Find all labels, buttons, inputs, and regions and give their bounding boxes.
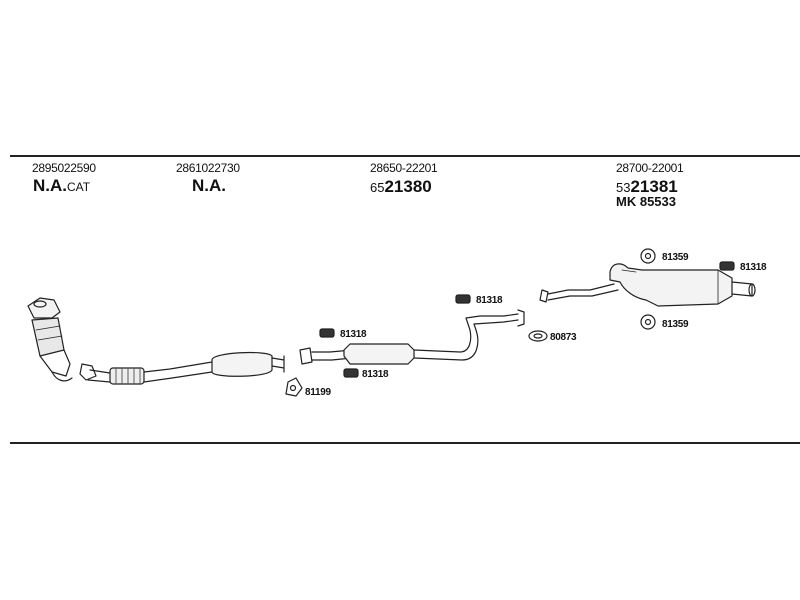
mounting-kit: MK 85533: [616, 195, 676, 208]
callout-gasket-b: 80873: [550, 332, 577, 343]
clamp-a: [455, 294, 471, 304]
part-number-catalyst: 2895022590: [32, 161, 96, 175]
gasket-b: [528, 330, 548, 342]
rear-silencer-code: 5321381: [616, 178, 678, 195]
rear-silencer-number: 21381: [630, 177, 678, 196]
rear-silencer: [539, 263, 756, 307]
clamp-d: [719, 261, 735, 271]
mounting-kit-label: MK: [616, 194, 637, 209]
clamp-c: [343, 368, 359, 378]
callout-clamp-d: 81318: [740, 262, 767, 273]
middle-pipe: [299, 309, 525, 365]
middle-silencer-number: 21380: [384, 177, 432, 196]
bottom-rule: [10, 442, 800, 444]
catalyst-code-suffix: CAT: [67, 180, 91, 194]
part-number-front-pipe: 2861022730: [176, 161, 240, 175]
part-number-rear-silencer: 28700-22001: [616, 161, 684, 175]
callout-gasket-a: 81199: [305, 387, 331, 398]
top-rule: [10, 155, 800, 157]
catalyst-code-main: N.A.: [33, 176, 67, 195]
callout-hanger-a: 81359: [662, 252, 689, 263]
middle-silencer-code: 6521380: [370, 178, 432, 195]
hanger-a: [640, 248, 656, 264]
hanger-b: [640, 314, 656, 330]
rear-silencer-prefix: 53: [616, 180, 631, 195]
callout-clamp-b: 81318: [340, 329, 367, 340]
front-pipe: [79, 351, 285, 385]
callout-clamp-a: 81318: [476, 295, 503, 306]
clamp-b: [319, 328, 335, 338]
catalytic-converter: [27, 297, 73, 382]
front-pipe-code: N.A.: [192, 176, 226, 195]
callout-clamp-c: 81318: [362, 369, 389, 380]
middle-silencer-prefix: 65: [370, 180, 385, 195]
gasket-a: [285, 377, 303, 397]
part-number-middle-silencer: 28650-22201: [370, 161, 438, 175]
catalyst-code: N.A.CAT: [33, 177, 90, 194]
mounting-kit-number: 85533: [639, 194, 676, 209]
callout-hanger-b: 81359: [662, 319, 689, 330]
